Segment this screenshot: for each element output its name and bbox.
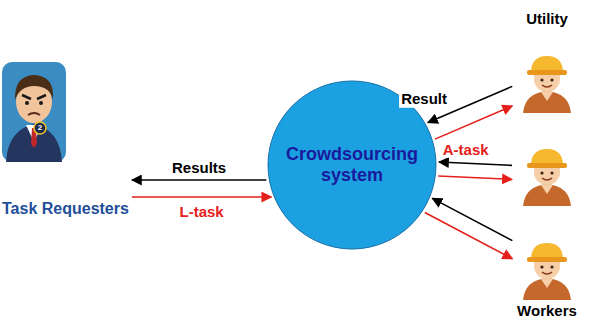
- mouth: [28, 113, 40, 115]
- flow-arrow: [425, 213, 512, 259]
- node-label: Crowdsourcing system: [285, 144, 420, 185]
- eye: [540, 265, 543, 268]
- worker-icon: [515, 49, 579, 113]
- hair: [15, 75, 53, 100]
- node-label: Task Requesters: [2, 200, 129, 218]
- edge-label: A-task: [441, 141, 491, 158]
- eye: [25, 101, 29, 105]
- eye: [540, 171, 543, 174]
- flow-arrow: [439, 162, 512, 165]
- flow-arrow: [438, 176, 512, 179]
- flow-arrow: [132, 179, 266, 181]
- edge-label: L-task: [178, 204, 226, 221]
- task-requester: Task Requesters: [2, 62, 129, 218]
- icon-ground: [2, 62, 66, 162]
- eye: [39, 101, 43, 105]
- eye: [550, 171, 553, 174]
- edge-label: Result: [399, 91, 449, 108]
- flow-arrow: [132, 196, 271, 198]
- worker-icon: [515, 142, 579, 206]
- smile: [542, 178, 552, 180]
- smile: [542, 272, 552, 274]
- node-label: Workers: [517, 302, 577, 319]
- hat-brim: [527, 70, 567, 75]
- worker-icon: [515, 236, 579, 300]
- requester-icon: [2, 62, 66, 162]
- worker-body: [523, 278, 571, 300]
- eye: [550, 265, 553, 268]
- edge-label: Results: [170, 160, 228, 177]
- worker-collar: [541, 92, 553, 101]
- worker-body: [523, 184, 571, 206]
- worker-collar: [541, 279, 553, 288]
- worker: Workers: [515, 236, 579, 319]
- eye: [540, 79, 543, 82]
- hat-brim: [527, 257, 567, 262]
- smile: [542, 85, 552, 87]
- worker-collar: [541, 185, 553, 194]
- flow-arrow: [432, 198, 512, 240]
- node-label: Utility: [526, 10, 568, 27]
- badge-number: 2: [38, 124, 42, 132]
- hat-brim: [527, 163, 567, 168]
- badge: [34, 122, 46, 134]
- worker: Utility: [515, 10, 579, 113]
- worker: [515, 142, 579, 206]
- flow-arrow: [435, 106, 512, 139]
- eye: [550, 79, 553, 82]
- worker-body: [523, 91, 571, 113]
- brows: [22, 95, 46, 99]
